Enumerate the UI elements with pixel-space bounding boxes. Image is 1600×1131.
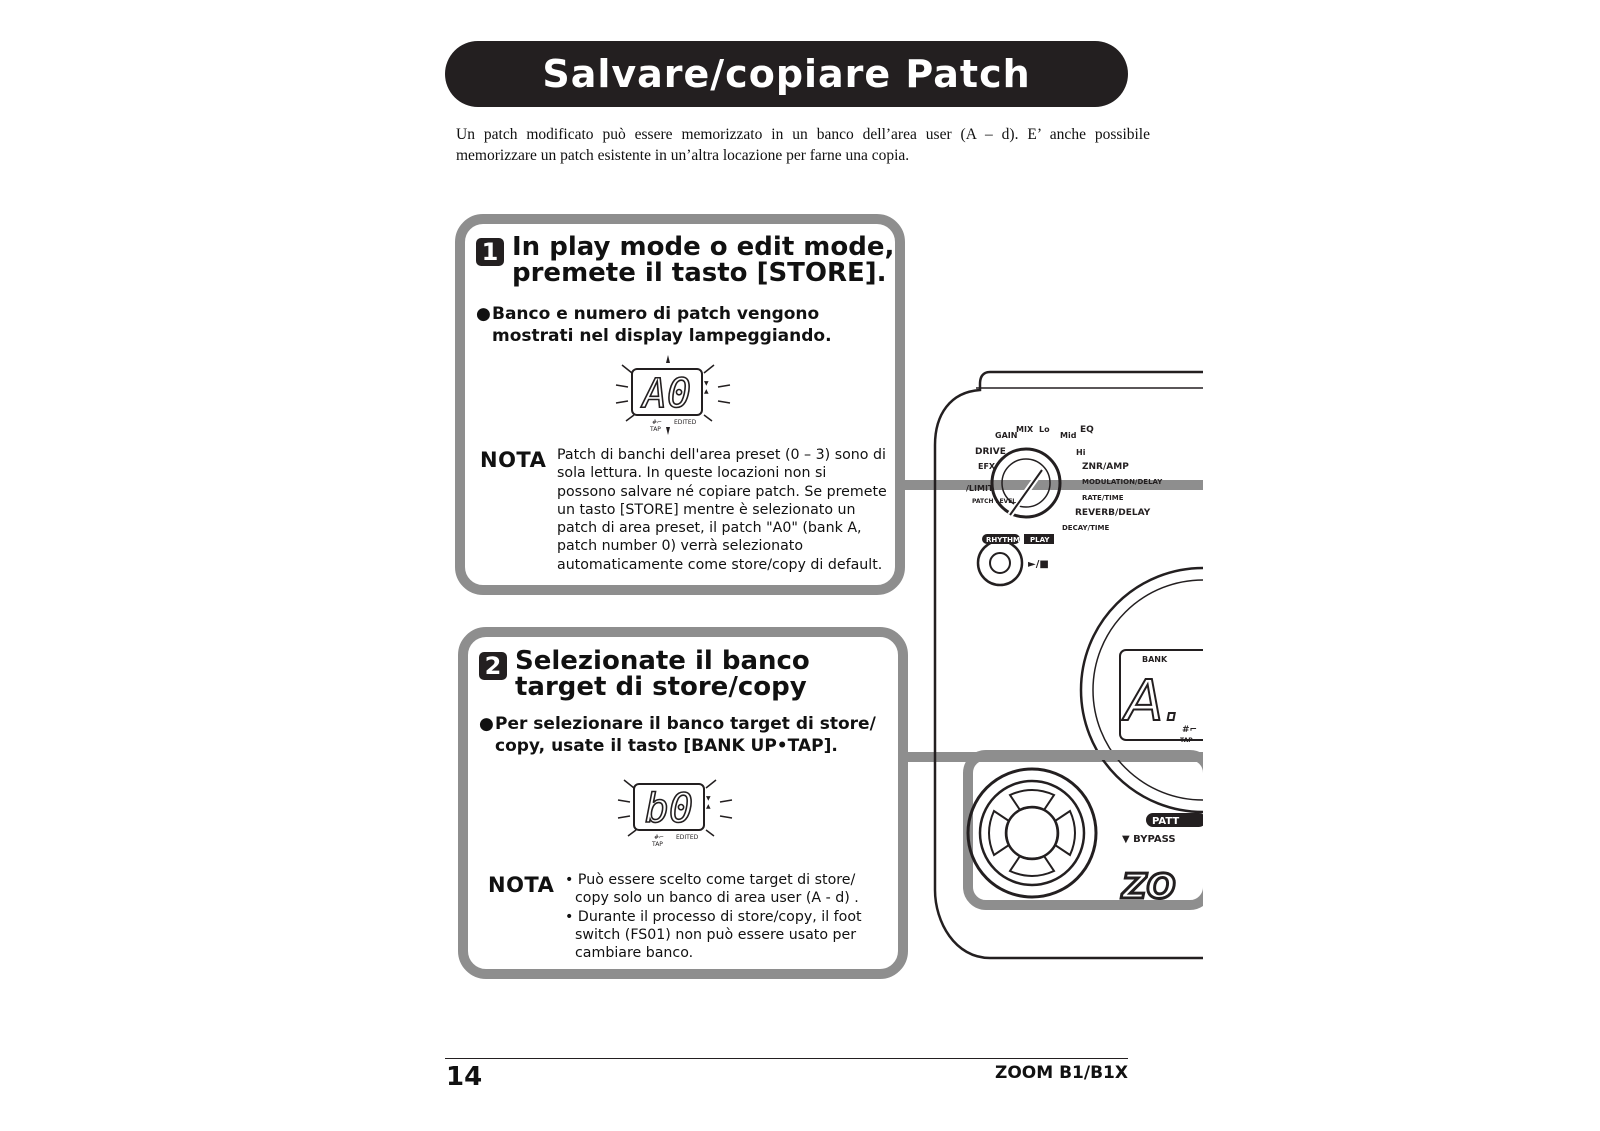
lcd-arrows-icon: ▼ xyxy=(704,380,709,387)
effect-selector-knob-inner xyxy=(1001,458,1051,508)
step2-nota-list: • Può essere scelto come target di store… xyxy=(565,871,875,962)
label-mid: Mid xyxy=(1060,431,1077,440)
device-body-outline xyxy=(933,370,1203,960)
step2-title-line2: target di store/copy xyxy=(515,672,807,702)
lcd-hash-label: #⌐ xyxy=(654,834,664,841)
lcd-edited-label: EDITED xyxy=(676,834,699,841)
step1-nota-text: Patch di banchi dell'area preset (0 – 3)… xyxy=(557,447,887,573)
label-bank: BANK xyxy=(1142,655,1168,664)
label-drive: DRIVE xyxy=(975,447,1006,457)
zoom-logo: ZO xyxy=(1121,867,1176,907)
lcd-digits: b0 xyxy=(645,786,693,832)
label-patt: PATT xyxy=(1152,816,1179,827)
arrow-down-icon xyxy=(666,427,670,435)
step2-title: Selezionate il banco target di store/cop… xyxy=(515,648,810,700)
rhythm-badge xyxy=(982,534,1020,544)
step2-title-line1: Selezionate il banco xyxy=(515,646,810,676)
label-znr-amp: ZNR/AMP xyxy=(1082,462,1129,472)
label-decay-time: DECAY/TIME xyxy=(1062,524,1109,532)
step2-nota-item-1: • Può essere scelto come target di store… xyxy=(565,872,859,907)
connector-line-1 xyxy=(900,480,1203,490)
step1-lcd-display: A0 ▼ ▲ #⌐ TAP EDITED xyxy=(615,355,731,435)
lcd-arrows-icon-2: ▲ xyxy=(704,388,709,395)
step1-bullet-line1: Banco e numero di patch vengono xyxy=(492,304,820,324)
label-patch-level: PATCH LEVEL xyxy=(972,498,1016,505)
play-stop-icon: ►/■ xyxy=(1028,559,1049,570)
lcd-arrows-icon-2: ▲ xyxy=(706,803,711,810)
step1-title-line1: In play mode o edit mode, xyxy=(512,232,895,262)
device-lcd-frame xyxy=(1119,649,1203,741)
lcd-frame xyxy=(633,783,705,831)
footswitch-petal-bottom xyxy=(1008,854,1056,877)
play-badge xyxy=(1024,534,1054,544)
lcd-digits: A0 xyxy=(640,371,691,417)
step1-title: In play mode o edit mode, premete il tas… xyxy=(512,234,894,286)
step2-heading: 2 Selezionate il banco target di store/c… xyxy=(479,648,810,700)
play-stop-button-outer xyxy=(976,539,1024,587)
arrow-up-icon xyxy=(666,355,670,363)
intro-paragraph: Un patch modificato può essere memorizza… xyxy=(456,126,1150,164)
step1-heading: 1 In play mode o edit mode, premete il t… xyxy=(476,234,894,286)
step2-bullet-line1: Per selezionare il banco target di store… xyxy=(495,714,876,734)
patt-badge xyxy=(1146,813,1203,827)
flash-rays xyxy=(615,364,731,422)
step2-nota-item-2: • Durante il processo di store/copy, il … xyxy=(565,908,862,962)
lcd-edited-label: EDITED xyxy=(674,419,697,426)
display-bezel-outer xyxy=(1079,566,1203,814)
play-stop-button-inner xyxy=(989,552,1011,574)
step1-nota-label: NOTA xyxy=(480,448,547,472)
label-reverb-delay: REVERB/DELAY xyxy=(1075,508,1151,518)
device-lcd-digit: A. xyxy=(1122,669,1182,734)
footer-rule xyxy=(445,1058,1128,1059)
page-number: 14 xyxy=(446,1062,483,1092)
step2-nota-item-1-text: Può essere scelto come target di store/ … xyxy=(575,872,859,907)
label-lo: Lo xyxy=(1039,425,1050,434)
step2-lcd-display: b0 ▼ ▲ #⌐ TAP EDITED xyxy=(617,779,733,848)
step2-nota-item-2-text: Durante il processo di store/copy, il fo… xyxy=(575,908,862,962)
footswitch-ring xyxy=(978,779,1086,887)
label-hi: Hi xyxy=(1076,448,1086,457)
lcd-tap-label: TAP xyxy=(649,426,661,433)
step2-bullet-line2: copy, usate il tasto [BANK UP•TAP]. xyxy=(495,736,838,756)
label-rhythm: RHYTHM xyxy=(986,536,1020,544)
footswitch-petal-right xyxy=(1053,809,1076,857)
step1-number: 1 xyxy=(476,238,504,266)
label-play: PLAY xyxy=(1030,536,1050,544)
step2-nota-label: NOTA xyxy=(488,873,555,897)
lcd-tap-label: TAP xyxy=(651,841,663,848)
bullet-dot: ● xyxy=(479,714,494,734)
title-bar: Salvare/copiare Patch xyxy=(445,41,1128,107)
footswitch-outer xyxy=(966,767,1098,899)
bullet-dot: ● xyxy=(476,304,491,324)
step2-bullet: ● Per selezionare il banco target di sto… xyxy=(479,713,876,757)
lcd-arrows-icon: ▼ xyxy=(706,795,711,802)
step1-bullet-line2: mostrati nel display lampeggiando. xyxy=(492,326,832,346)
knob-pointer xyxy=(1009,469,1043,516)
label-efx: EFX xyxy=(978,462,996,471)
device-lcd-hash: #⌐ xyxy=(1182,725,1197,735)
label-gain: GAIN xyxy=(995,431,1017,440)
footswitch-petal-left xyxy=(988,809,1011,857)
label-eq: EQ xyxy=(1080,425,1094,435)
lcd-hash-label: #⌐ xyxy=(652,419,662,426)
footswitch-petal-top xyxy=(1008,789,1056,812)
page-title: Salvare/copiare Patch xyxy=(542,52,1031,96)
step1-bullet: ● Banco e numero di patch vengono mostra… xyxy=(476,303,832,347)
flash-rays xyxy=(617,779,733,837)
step2-number: 2 xyxy=(479,652,507,680)
label-mix: MIX xyxy=(1016,425,1034,434)
lcd-frame xyxy=(631,368,703,416)
effect-selector-knob xyxy=(990,447,1062,519)
step1-title-line2: premete il tasto [STORE]. xyxy=(512,258,887,288)
label-limit: /LIMIT xyxy=(966,484,994,493)
model-name: ZOOM B1/B1X xyxy=(995,1063,1128,1083)
label-rate-time: RATE/TIME xyxy=(1082,494,1124,502)
footswitch-center xyxy=(1004,805,1060,861)
step2-nota-text: • Può essere scelto come target di store… xyxy=(565,871,875,962)
label-bypass: ▼ BYPASS xyxy=(1122,834,1176,845)
device-lcd-tap: TAP xyxy=(1180,737,1193,744)
display-bezel-inner xyxy=(1092,579,1203,801)
device-illustration: GAIN MIX Lo Mid EQ Hi DRIVE EFX ZNR/AMP … xyxy=(933,370,1203,960)
label-modulation: MODULATION/DELAY xyxy=(1082,478,1163,486)
